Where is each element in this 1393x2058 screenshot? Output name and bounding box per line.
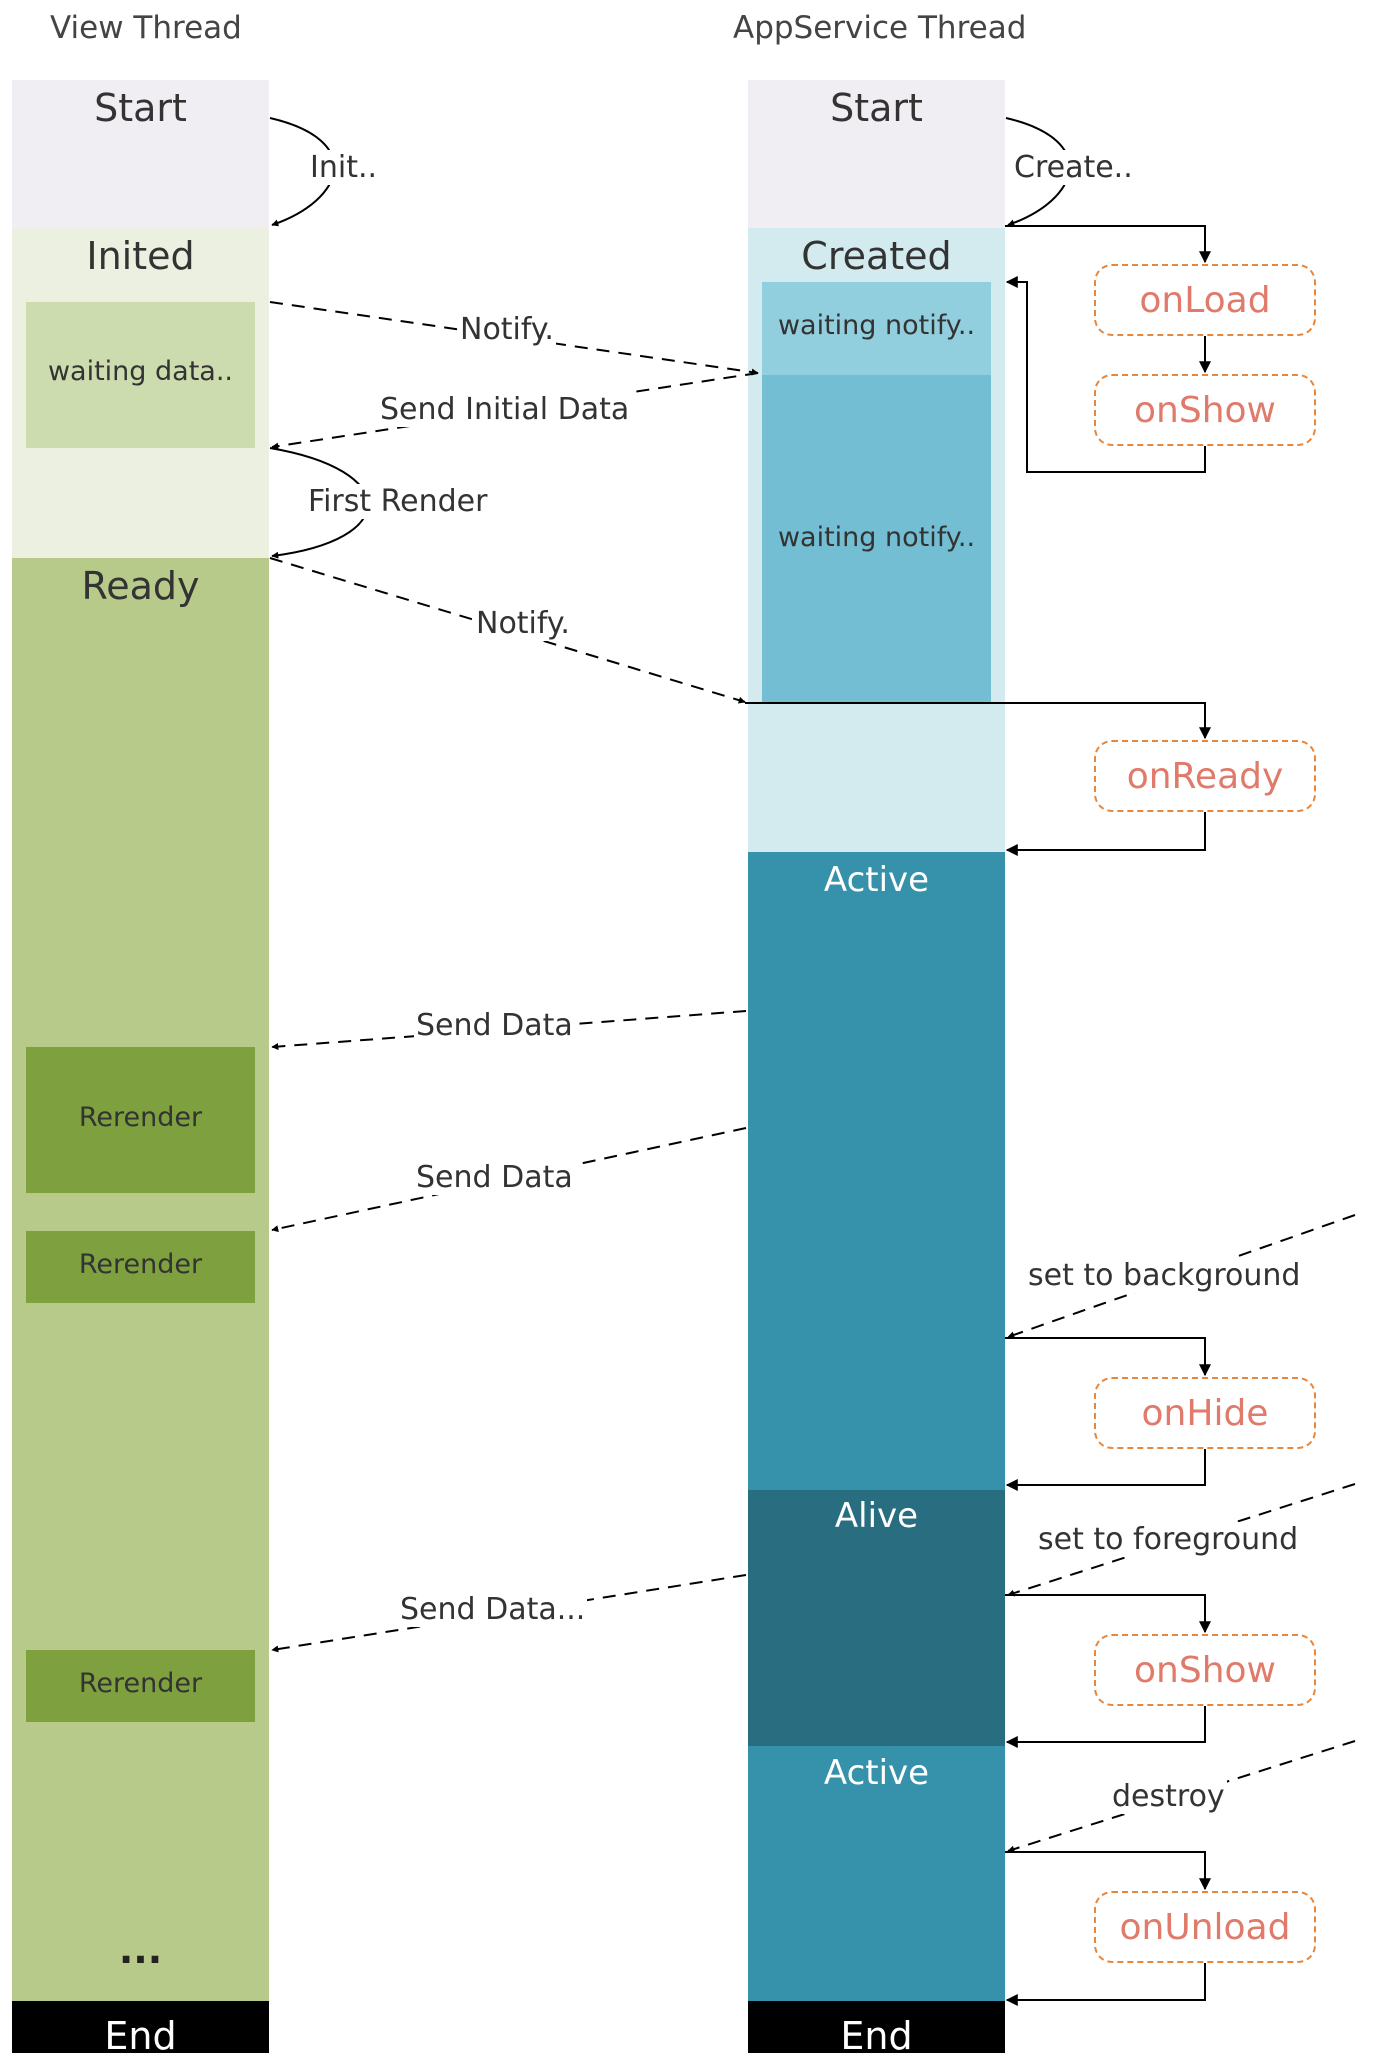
app-end-label: End [840,2014,913,2058]
onhide-out-connector [1005,1449,1206,1491]
set-to-foreground-edge-label: set to foreground [1036,1522,1301,1557]
view-inited-label: Inited [86,234,195,278]
send-data-edge-label-3: Send Data... [398,1592,588,1627]
app-active-label-2: Active [823,1753,930,1793]
view-rerender-label-1: Rerender [78,1102,203,1133]
destroy-edge-label: destroy [1110,1779,1227,1814]
appservice-thread-title: AppService Thread [733,10,1027,46]
onhide-callback: onHide [1094,1377,1316,1449]
app-waiting-notify-label-1: waiting notify.. [777,310,976,341]
view-rerender-block-2 [26,1231,255,1303]
set-to-background-edge-label: set to background [1026,1258,1303,1293]
app-start-block [748,80,1005,228]
onready-in-connector [1005,702,1211,740]
app-start-label: Start [830,86,923,130]
app-end-block [748,2001,1005,2053]
onshow-2-out-connector [1005,1706,1206,1748]
app-waiting-notify-block-1 [762,282,991,375]
app-created-label: Created [801,234,952,278]
send-data-edge-label-1: Send Data [414,1008,575,1043]
app-active-block-1 [748,852,1005,1490]
view-rerender-block-1 [26,1047,255,1193]
onshow-callback-2: onShow [1094,1634,1316,1706]
view-end-label: End [104,2014,177,2058]
app-alive-label: Alive [834,1496,919,1536]
send-data-arrow-3 [271,1574,747,1653]
onhide-in-connector [1005,1337,1211,1377]
view-start-label: Start [94,86,187,130]
notify-edge-label-2: Notify. [474,606,572,641]
view-ellipsis: ... [118,1928,163,1972]
app-active-block-2 [748,1746,1005,2001]
onload-in-connector [1005,225,1211,264]
first-render-edge-label: First Render [306,484,490,519]
send-data-arrow-1 [271,1010,747,1051]
onunload-in-connector [1005,1851,1211,1891]
onshow-2-in-connector [1005,1594,1211,1634]
onready-callback: onReady [1094,740,1316,812]
app-alive-block [748,1490,1005,1746]
view-rerender-label-3: Rerender [78,1668,203,1699]
view-end-block [12,2001,269,2053]
onshow-callback-1: onShow [1094,374,1316,446]
send-initial-data-edge-label: Send Initial Data [378,392,632,427]
view-waiting-data-block [26,302,255,448]
view-waiting-data-label: waiting data.. [47,356,234,387]
view-rerender-block-3 [26,1650,255,1722]
onunload-callback: onUnload [1094,1891,1316,1963]
view-rerender-label-2: Rerender [78,1249,203,1280]
app-waiting-notify-block-2 [762,375,991,704]
notify-edge-label-1: Notify. [458,312,556,347]
view-thread-title: View Thread [50,10,242,46]
init-edge-label: Init.. [308,150,380,185]
view-ready-label: Ready [81,564,200,608]
app-active-label-1: Active [823,860,930,900]
onshow-back-connector [1005,276,1206,473]
view-start-block [12,80,269,228]
onready-out-connector [1005,812,1206,856]
app-waiting-notify-label-2: waiting notify.. [777,522,976,553]
send-data-edge-label-2: Send Data [414,1160,575,1195]
create-edge-label: Create.. [1012,150,1135,185]
onload-callback: onLoad [1094,264,1316,336]
onunload-out-connector [1005,1963,1206,2006]
